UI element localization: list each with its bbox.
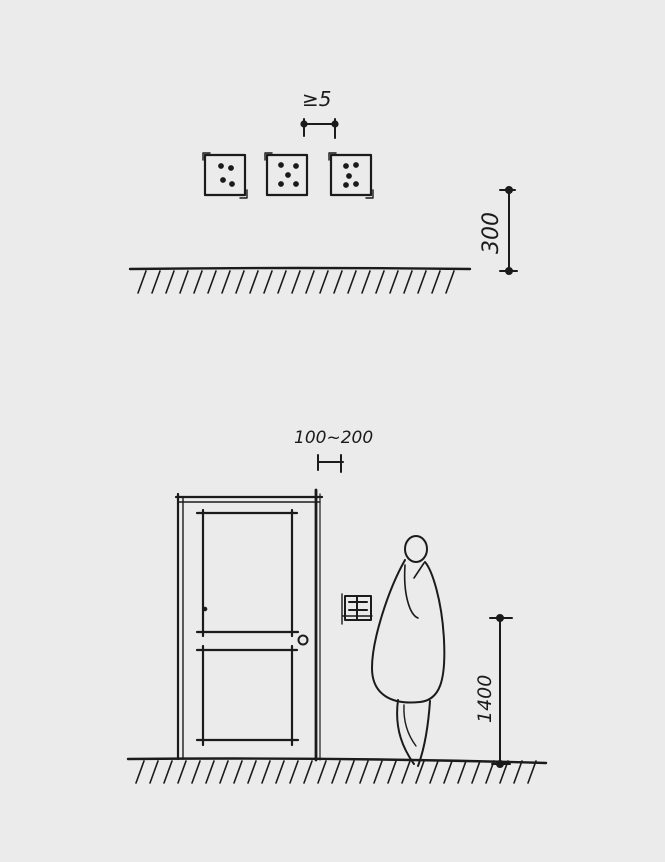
floor-hatch-stroke — [247, 760, 257, 784]
floor-hatch-stroke — [135, 760, 145, 784]
floor-hatch-stroke — [289, 760, 299, 784]
floor-hatch-stroke — [219, 760, 229, 784]
door-knob — [297, 634, 309, 646]
floor-hatch-stroke — [275, 760, 285, 784]
floor-hatch-stroke — [193, 270, 203, 294]
floor-hatch-stroke — [305, 270, 315, 294]
floor-hatch-stroke — [401, 760, 411, 784]
floor-hatch-stroke — [527, 760, 537, 784]
floor-hatch-stroke — [373, 760, 383, 784]
floor-hatch-stroke — [165, 270, 175, 294]
floor-hatch-stroke — [249, 270, 259, 294]
floor-hatch-stroke — [457, 760, 467, 784]
floor-hatch-stroke — [333, 270, 343, 294]
upper-elevation: ≥5 300 — [128, 87, 518, 294]
floor-hatch-stroke — [151, 270, 161, 294]
floor-hatch-stroke — [291, 270, 301, 294]
floor-hatch-stroke — [233, 760, 243, 784]
floor-hatch-stroke — [403, 270, 413, 294]
floor-hatch-stroke — [445, 270, 455, 294]
floor-hatch-stroke — [443, 760, 453, 784]
floor-hatch-stroke — [375, 270, 385, 294]
floor-hatch-stroke — [359, 760, 369, 784]
floor-hatch-stroke — [389, 270, 399, 294]
floor-hatch-stroke — [431, 270, 441, 294]
floor-hatch-stroke — [263, 270, 273, 294]
spacing-dimension — [300, 118, 339, 139]
floor-hatch-stroke — [429, 760, 439, 784]
socket-2 — [264, 152, 309, 197]
floor-hatch-stroke — [303, 760, 313, 784]
floor-hatch-stroke — [471, 760, 481, 784]
floor-hatch-stroke — [163, 760, 173, 784]
height-label-1400: 1400 — [474, 675, 496, 723]
floor-hatch-stroke — [205, 760, 215, 784]
door — [174, 488, 324, 762]
floor-hatch-stroke — [207, 270, 217, 294]
floor-hatch-stroke — [361, 270, 371, 294]
lower-elevation: 100~200 1400 — [126, 428, 548, 784]
floor-hatch-stroke — [513, 760, 523, 784]
offset-dimension — [317, 454, 344, 473]
offset-label: 100~200 — [294, 428, 373, 448]
lower-floor — [126, 757, 548, 784]
socket-group — [202, 152, 374, 199]
floor-hatch-stroke — [345, 760, 355, 784]
floor-hatch-stroke — [221, 270, 231, 294]
floor-hatch-stroke — [177, 760, 187, 784]
socket-3 — [328, 152, 374, 199]
height-label-300: 300 — [479, 212, 504, 254]
floor-hatch-stroke — [179, 270, 189, 294]
floor-hatch-stroke — [415, 760, 425, 784]
floor-hatch-stroke — [261, 760, 271, 784]
floor-hatch-stroke — [417, 270, 427, 294]
floor-hatch-stroke — [191, 760, 201, 784]
floor-hatch-stroke — [137, 270, 147, 294]
spacing-label: ≥5 — [302, 87, 331, 111]
floor-hatch-stroke — [331, 760, 341, 784]
floor-hatch-stroke — [387, 760, 397, 784]
floor-hatch-stroke — [149, 760, 159, 784]
light-switch — [341, 593, 373, 625]
floor-hatch-stroke — [277, 270, 287, 294]
person-figure — [371, 535, 446, 767]
socket-1 — [202, 152, 248, 199]
floor-hatch-stroke — [347, 270, 357, 294]
upper-floor — [128, 266, 472, 294]
height-dimension-300 — [499, 186, 518, 275]
height-dimension-1400 — [489, 614, 513, 768]
floor-hatch-stroke — [317, 760, 327, 784]
floor-hatch-stroke — [235, 270, 245, 294]
floor-hatch-stroke — [319, 270, 329, 294]
